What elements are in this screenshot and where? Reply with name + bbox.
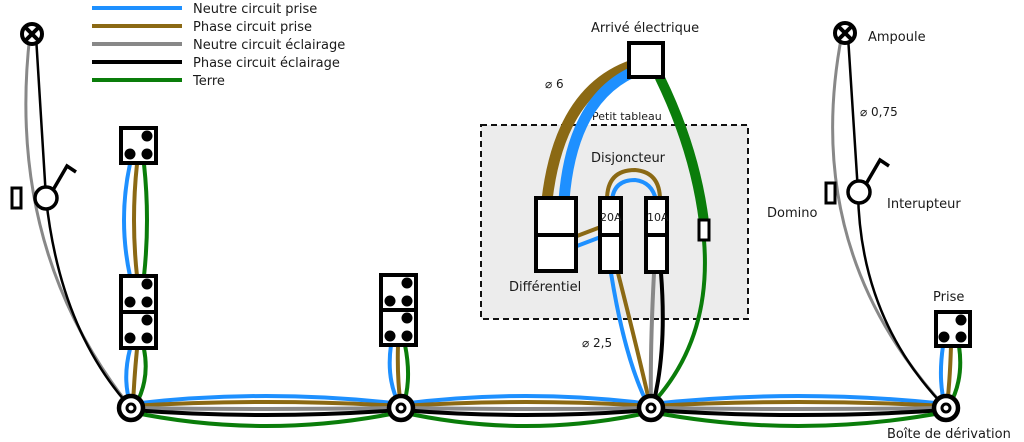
wire-phase-prise-2-3	[399, 400, 653, 408]
ampoule-label: Ampoule	[868, 30, 926, 45]
breaker-10a-icon	[644, 196, 669, 274]
legend-label-neutre-prise: Neutre circuit prise	[193, 2, 317, 17]
breaker-20a-label: 20A	[600, 211, 622, 224]
legend-label-neutre-eclairage: Neutre circuit éclairage	[193, 38, 345, 53]
left-lighting-wiring	[24, 32, 133, 410]
junction-box-icon	[636, 393, 666, 423]
double-socket-icon	[119, 274, 158, 350]
wire-neutre-eclairage-3-4	[649, 406, 948, 411]
right-lighting-wiring	[831, 32, 948, 410]
socket-icon	[119, 126, 158, 165]
disjoncteur-label: Disjoncteur	[591, 151, 666, 166]
domino-icon	[10, 186, 23, 210]
interupteur-label: Interupteur	[887, 197, 961, 212]
wire-phase-eclairage-2-3	[399, 408, 653, 417]
wire-neutre-eclairage-2-3	[399, 406, 653, 411]
switch-icon	[33, 163, 77, 211]
junction-box-icon	[116, 393, 146, 423]
lamp-icon	[833, 21, 857, 45]
differentiel-label: Différentiel	[509, 280, 581, 295]
domino-label: Domino	[767, 206, 817, 221]
wire-phase-eclairage-3-4	[649, 408, 948, 417]
boite-derivation-label: Boîte de dérivation	[887, 427, 1011, 442]
diam-075-label: ⌀ 0,75	[860, 105, 898, 119]
differentiel-icon	[534, 196, 578, 273]
arrive-label: Arrivé électrique	[591, 21, 699, 36]
wire-phase-eclairage-1-2	[129, 408, 403, 417]
arrive-electrique-box	[627, 41, 665, 79]
wire-neutre-eclairage-1-2	[129, 406, 403, 411]
diam-25-label: ⌀ 2,5	[582, 336, 612, 350]
wire-neutre-prise-3-4	[649, 394, 948, 406]
legend: Neutre circuit prise Phase circuit prise…	[92, 2, 345, 89]
petit-tableau-label: Petit tableau	[592, 110, 662, 123]
junction-box-icon	[386, 393, 416, 423]
socket-icon	[934, 310, 972, 348]
wire-neutre-prise-2-3	[399, 394, 653, 406]
legend-label-phase-prise: Phase circuit prise	[193, 20, 312, 35]
breaker-10a-label: 10A	[647, 211, 669, 224]
diam-6-label: ⌀ 6	[545, 77, 564, 91]
supply-wiring	[541, 59, 709, 407]
double-socket-icon	[379, 273, 418, 347]
breaker-20a-icon	[598, 196, 623, 274]
lamp-icon	[20, 22, 44, 46]
legend-label-terre: Terre	[192, 74, 225, 89]
switch-icon	[846, 157, 890, 205]
wire-phase-prise-1-2	[129, 400, 403, 408]
domino-icon	[824, 181, 837, 205]
wire-neutre-prise-1-2	[129, 394, 403, 406]
domino-icon	[697, 218, 711, 242]
wire-phase-prise-3-4	[649, 400, 948, 408]
wire-terre-1-2	[129, 410, 403, 428]
wire-terre-2-3	[399, 410, 653, 428]
wire-terre-3-4	[649, 410, 948, 428]
bottom-wiring	[129, 394, 948, 428]
legend-label-phase-eclairage: Phase circuit éclairage	[193, 56, 340, 71]
prise-label: Prise	[933, 290, 964, 305]
junction-box-icon	[931, 393, 961, 423]
